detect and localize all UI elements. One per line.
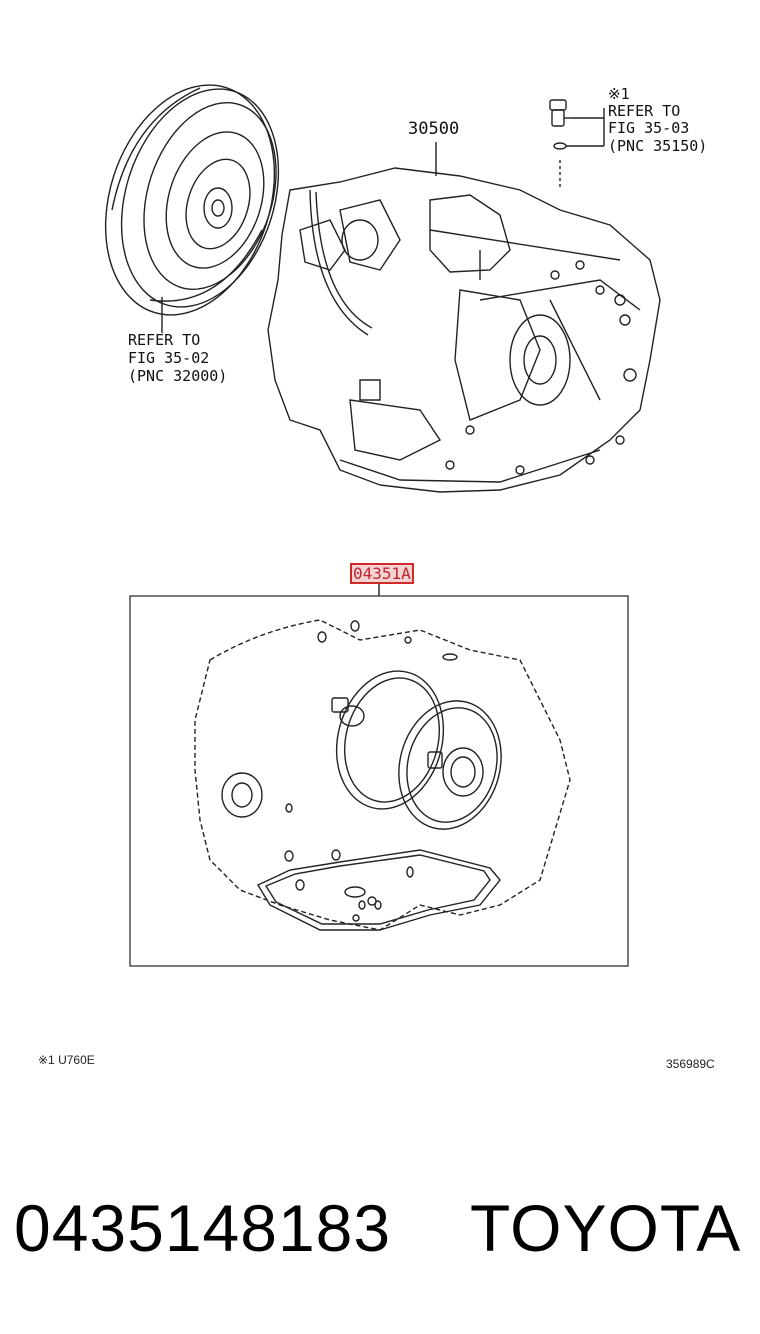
note-ref-line-2: FIG 35-03: [608, 119, 690, 137]
note-ref-line-1: REFER TO: [608, 102, 681, 120]
gasket-kit-drawing: [194, 619, 571, 931]
product-brand: TOYOTA: [470, 1191, 742, 1265]
converter-ref-line-1: REFER TO: [128, 331, 201, 349]
converter-ref-line-2: FIG 35-02: [128, 349, 210, 367]
callout-note: ※1: [608, 85, 630, 103]
transmission-assembly-drawing: [267, 167, 661, 493]
note-ref-line-3: (PNC 35150): [608, 137, 708, 155]
footnote: ※1 U760E: [38, 1053, 95, 1067]
diagram-code: 356989C: [666, 1057, 715, 1071]
assembly-part-number: 30500: [408, 119, 460, 139]
plug-and-o-ring-drawing: [549, 99, 572, 190]
converter-ref-line-3: (PNC 32000): [128, 367, 228, 385]
torque-converter-drawing: [104, 84, 280, 316]
product-part-number: 0435148183: [14, 1191, 392, 1265]
kit-boundary-box: [129, 595, 629, 967]
kit-part-number-highlight[interactable]: 04351A: [350, 563, 414, 584]
